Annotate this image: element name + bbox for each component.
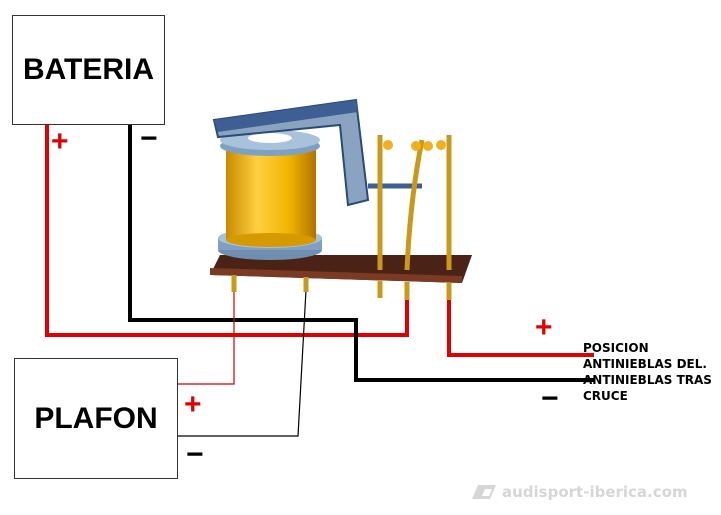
relay-pins — [231, 275, 452, 300]
battery-positive-wire — [45, 125, 409, 337]
plafon-minus-sign: − — [186, 438, 204, 471]
relay-contacts — [377, 135, 452, 271]
relay-base — [210, 255, 472, 283]
battery-minus-sign: − — [140, 122, 158, 155]
battery-plus-sign: + — [51, 125, 69, 158]
legend-line: POSICION — [583, 341, 649, 355]
plafon-label: PLAFON — [34, 401, 158, 435]
battery-negative-wire — [128, 125, 594, 382]
legend-line: ANTINIEBLAS TRAS — [583, 373, 712, 387]
legend-line: CRUCE — [583, 389, 628, 403]
output-legend: POSICION ANTINIEBLAS DEL. ANTINIEBLAS TR… — [583, 340, 712, 404]
plafon-box: PLAFON — [14, 358, 178, 479]
plafon-negative-wire — [178, 289, 307, 437]
watermark-text: audisport-iberica.com — [502, 483, 688, 501]
battery-label: BATERIA — [22, 53, 155, 86]
watermark-logo-icon — [472, 485, 496, 499]
output-plus-sign: + — [535, 311, 553, 344]
plafon-plus-sign: + — [184, 388, 202, 421]
battery-box: BATERIA — [12, 15, 165, 125]
watermark: audisport-iberica.com — [472, 483, 688, 501]
legend-line: ANTINIEBLAS DEL. — [583, 357, 707, 371]
output-positive-wire — [447, 300, 594, 357]
plafon-positive-wire — [178, 290, 235, 385]
relay-coil — [218, 130, 322, 260]
output-minus-sign: − — [541, 382, 559, 415]
